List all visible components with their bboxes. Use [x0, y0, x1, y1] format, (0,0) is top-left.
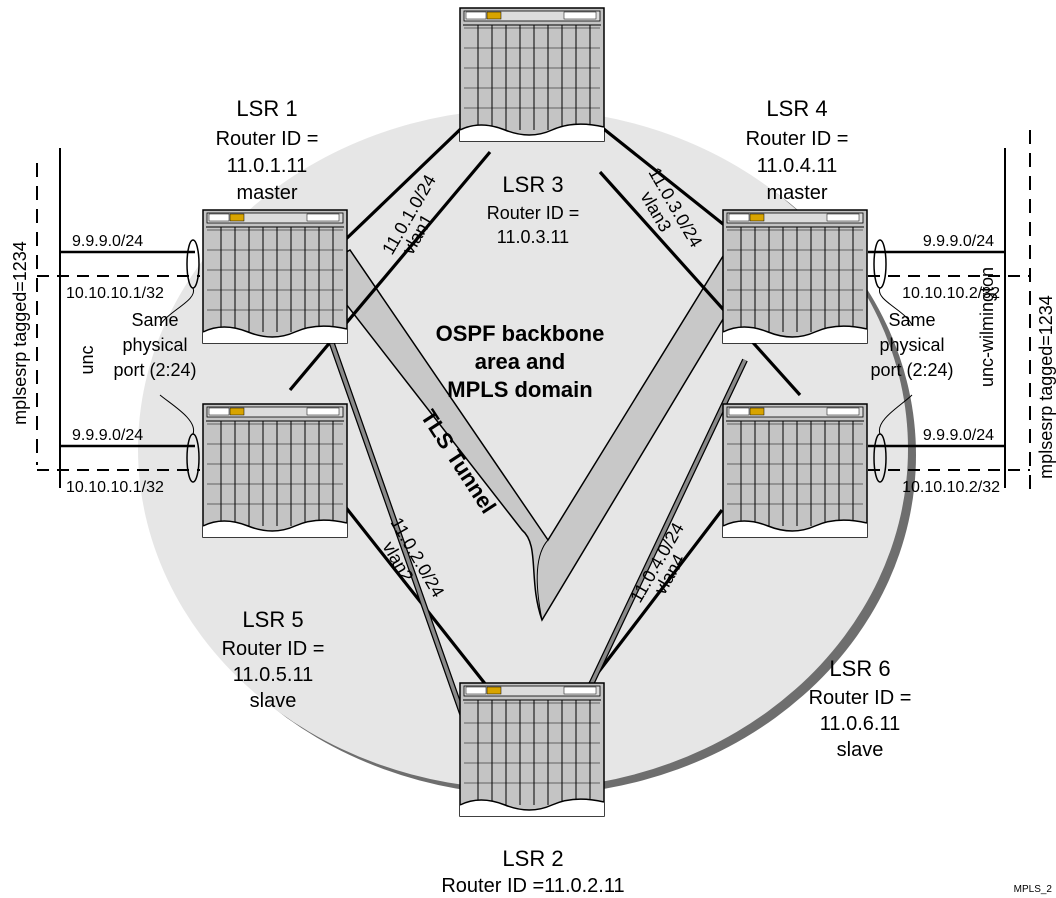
right-bottom-esrp-address: 10.10.10.2/32 [902, 479, 1000, 496]
lsr1-router-id-value: 11.0.1.11 [227, 155, 307, 177]
domain-title-line2: area and [475, 349, 566, 374]
lsr3-router-id-label: Router ID = [487, 203, 580, 223]
right-port-note-line3: port (2:24) [870, 360, 953, 380]
right-port-note-line1: Same [888, 310, 935, 330]
left-tagged-vlan: mplsesrp tagged=1234 [10, 241, 30, 425]
lsr3-router-id-value: 11.0.3.11 [497, 227, 569, 247]
router-lsr4 [723, 210, 867, 343]
lsr5-router-id-label: Router ID = [222, 638, 325, 660]
router-lsr5 [203, 404, 347, 537]
lsr2-name: LSR 2 [502, 846, 563, 871]
domain-title-line1: OSPF backbone [436, 321, 605, 346]
figure-id: MPLS_2 [1014, 884, 1053, 895]
left-port-note-line1: Same [131, 310, 178, 330]
left-top-subnet: 9.9.9.0/24 [72, 233, 143, 250]
router-lsr6 [723, 404, 867, 537]
right-tagged-vlan: mplsesrp tagged=1234 [1036, 295, 1056, 479]
lsr1-role: master [236, 182, 297, 204]
router-lsr1 [203, 210, 347, 343]
right-port-note-line2: physical [879, 335, 944, 355]
lsr6-name: LSR 6 [829, 656, 890, 681]
lsr3-name: LSR 3 [502, 172, 563, 197]
right-bottom-subnet: 9.9.9.0/24 [923, 427, 994, 444]
lsr5-name: LSR 5 [242, 607, 303, 632]
router-lsr3 [460, 8, 604, 141]
lsr5-router-id-value: 11.0.5.11 [233, 664, 313, 686]
left-bottom-subnet: 9.9.9.0/24 [72, 427, 143, 444]
right-top-subnet: 9.9.9.0/24 [923, 233, 994, 250]
left-bottom-esrp-address: 10.10.10.1/32 [66, 479, 164, 496]
lsr5-role: slave [250, 690, 297, 712]
lsr1-router-id-label: Router ID = [216, 128, 319, 150]
lsr4-role: master [766, 182, 827, 204]
left-port-note-line2: physical [122, 335, 187, 355]
lsr6-role: slave [837, 739, 884, 761]
lsr4-router-id-value: 11.0.4.11 [757, 155, 837, 177]
lsr2-router-id: Router ID =11.0.2.11 [441, 875, 624, 897]
domain-title-line3: MPLS domain [447, 377, 592, 402]
lsr4-router-id-label: Router ID = [746, 128, 849, 150]
right-top-port-loop [874, 240, 886, 288]
left-vlan-name: unc [77, 345, 97, 374]
lsr4-name: LSR 4 [766, 96, 827, 121]
left-port-note-line3: port (2:24) [113, 360, 196, 380]
lsr1-name: LSR 1 [236, 96, 297, 121]
right-vlan-name: unc-wilmington [977, 267, 997, 387]
lsr6-router-id-label: Router ID = [809, 687, 912, 709]
lsr6-router-id-value: 11.0.6.11 [820, 713, 900, 735]
left-top-esrp-address: 10.10.10.1/32 [66, 285, 164, 302]
router-lsr2 [460, 683, 604, 816]
